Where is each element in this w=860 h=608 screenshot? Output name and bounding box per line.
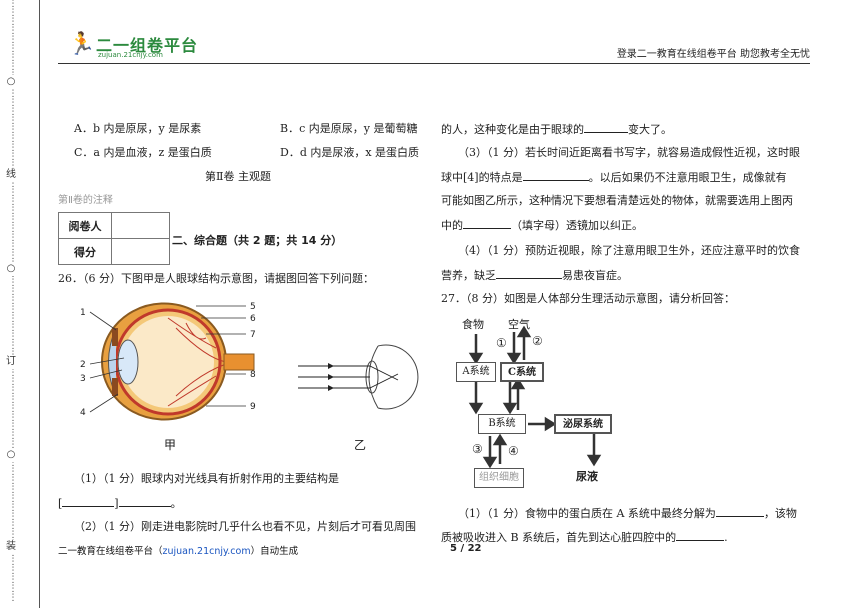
site-logo[interactable]: 🏃 二一组卷平台 zujuan.21cnjy.com [68, 28, 228, 62]
logo-url: zujuan.21cnjy.com [98, 51, 163, 59]
q26-part3-line4: 中的 （填字母）透镜加以纠正。 [441, 218, 643, 233]
flow-label-food: 食物 [462, 318, 484, 331]
flow-box-a-system: A系统 [456, 362, 496, 382]
binding-circle-mark: ○ [4, 448, 18, 462]
text-segment: ，该物 [763, 507, 797, 520]
eye-label-9: 9 [250, 402, 256, 412]
page-number: 5 / 22 [450, 543, 482, 554]
text-segment: 质被吸收进入 B 系统后，首先到达心脏四腔中的 [441, 531, 677, 544]
q27-part1-line2: 质被吸收进入 B 系统后，首先到达心脏四腔中的. [441, 530, 728, 545]
flow-box-tissue-cells: 组织细胞 [474, 468, 524, 488]
binding-ding-mark: 订 [4, 355, 18, 369]
runner-icon: 🏃 [68, 32, 96, 57]
q26-part1: （1）（1 分）眼球内对光线具有折射作用的主要结构是 [74, 472, 339, 485]
flow-box-c-system: C系统 [500, 362, 544, 382]
answer-blank-vitamin[interactable] [496, 268, 562, 279]
text-segment: 的人，这种变化是由于眼球的 [441, 123, 584, 136]
text-segment: . [724, 531, 728, 544]
flow-arrows [468, 325, 602, 469]
binding-circle-mark: ○ [4, 262, 18, 276]
binding-zhuang-mark: 装 [4, 540, 18, 554]
myopia-ray-diagram [298, 344, 419, 410]
header-slogan: 登录二一教育在线组卷平台 助您教考全无忧 [616, 49, 810, 60]
eye-label-3: 3 [80, 374, 86, 384]
binding-circle-mark: ○ [4, 75, 18, 89]
page-header: 🏃 二一组卷平台 zujuan.21cnjy.com 登录二一教育在线组卷平台 … [58, 28, 810, 64]
figure-label-yi: 乙 [354, 438, 367, 452]
binding-margin: ⋮⋮⋮⋮⋮⋮⋮⋮⋮⋮⋮⋮⋮⋮⋮⋮⋮⋮⋮⋮⋮⋮⋮⋮⋮⋮⋮⋮⋮⋮⋮⋮⋮⋮⋮⋮⋮⋮⋮⋮… [0, 0, 40, 608]
answer-blank-number[interactable] [62, 496, 115, 507]
bracket-close: ] [114, 497, 119, 510]
footer-prefix: 二一教育在线组卷平台（ [58, 546, 163, 557]
eye-label-1: 1 [80, 308, 86, 318]
flow-num-3: ③ [472, 442, 483, 456]
score-reviewer-box[interactable] [111, 212, 170, 239]
footer-suffix: ）自动生成 [250, 546, 299, 557]
flow-box-urinary-system: 泌尿系统 [554, 414, 612, 434]
text-segment: 营养，缺乏 [441, 269, 496, 282]
answer-blank-amino-acid[interactable] [715, 506, 764, 517]
flow-label-air: 空气 [508, 318, 530, 331]
period: 。 [170, 497, 182, 510]
flow-box-b-system: B系统 [478, 414, 526, 434]
q26-part2-cont: 的人，这种变化是由于眼球的 变大了。 [441, 122, 672, 137]
eye-label-5: 5 [250, 302, 256, 312]
q27-part1-line1: （1）（1 分）食物中的蛋白质在 A 系统中最终分解为 ，该物 [458, 506, 797, 521]
q26-part1-answer: [] 。 [58, 496, 182, 511]
eye-label-7: 7 [250, 330, 256, 340]
eye-label-2: 2 [80, 360, 86, 370]
part-note: 第Ⅱ卷的注释 [58, 195, 113, 206]
physiology-flow-diagram: A系统 C系统 B系统 泌尿系统 组织细胞 食物 空气 ① ② ③ ④ 尿液 [448, 314, 628, 494]
q26-part3-line2: 球中[4]的特点是 。以后如果仍不注意用眼卫生，成像就有 [441, 170, 787, 185]
text-segment: （填字母）透镜加以纠正。 [511, 219, 643, 232]
score-reviewer-label: 阅卷人 [58, 212, 112, 239]
text-segment: 。以后如果仍不注意用眼卫生，成像就有 [588, 171, 787, 184]
option-a: A．b 内是原尿，y 是尿素 [74, 122, 202, 135]
text-segment: （1）（1 分）食物中的蛋白质在 A 系统中最终分解为 [458, 507, 716, 520]
q26-stem: 26．（6 分）下图甲是人眼球结构示意图，请据图回答下列问题： [58, 272, 374, 285]
flow-label-urine: 尿液 [576, 470, 598, 483]
q26-part3-line1: （3）（1 分）若长时间近距离看书写字，就容易造成假性近视，这时眼 [458, 146, 800, 159]
page-footer: 二一教育在线组卷平台（zujuan.21cnjy.com）自动生成 [58, 543, 298, 557]
binding-xian-mark: 线 [4, 168, 18, 182]
q26-part3-line3: 可能如图乙所示，这种情况下要想看清楚远处的物体，就需要选用上图丙 [441, 194, 793, 207]
section-title: 二、综合题（共 2 题；共 14 分） [172, 234, 343, 247]
answer-blank-lens-letter[interactable] [463, 218, 511, 229]
part-title: 第Ⅱ卷 主观题 [205, 170, 271, 183]
footer-url-link[interactable]: zujuan.21cnjy.com [162, 546, 251, 557]
flow-num-1: ① [496, 336, 507, 350]
text-segment: 中的 [441, 219, 463, 232]
answer-blank-lens-feature[interactable] [522, 170, 589, 181]
eye-label-4: 4 [80, 408, 86, 418]
text-segment: 球中[4]的特点是 [441, 171, 523, 184]
option-c: C．a 内是血液，z 是蛋白质 [74, 146, 212, 159]
score-points-box[interactable] [111, 238, 170, 265]
score-table: 阅卷人 得分 [58, 212, 170, 265]
figure-label-jia: 甲 [164, 438, 177, 452]
option-b: B．c 内是原尿，y 是葡萄糖 [280, 122, 418, 135]
q26-part4-line2: 营养，缺乏 易患夜盲症。 [441, 268, 628, 283]
q26-part2: （2）（1 分）刚走进电影院时几乎什么也看不见，片刻后才可看见周围 [74, 520, 416, 533]
text-segment: 变大了。 [628, 123, 672, 136]
option-d: D．d 内是尿液，x 是蛋白质 [280, 146, 420, 159]
q27-stem: 27．（8 分）如图是人体部分生理活动示意图，请分析回答： [441, 292, 735, 305]
eye-label-8: 8 [250, 370, 256, 380]
eye-label-6: 6 [250, 314, 256, 324]
answer-blank-pupil[interactable] [584, 122, 628, 133]
logo-name: 二一组卷平台 [96, 36, 199, 55]
flow-num-2: ② [532, 334, 543, 348]
q26-part4-line1: （4）（1 分）预防近视眼，除了注意用眼卫生外，还应注意平时的饮食 [458, 244, 800, 257]
flow-num-4: ④ [508, 444, 519, 458]
binding-dots: ⋮⋮⋮⋮⋮⋮⋮⋮⋮⋮⋮⋮⋮⋮⋮⋮⋮⋮⋮⋮⋮⋮⋮⋮⋮⋮⋮⋮⋮⋮⋮⋮⋮⋮⋮⋮⋮⋮⋮⋮… [8, 0, 18, 603]
eye-structure-diagram: 1 2 3 4 5 6 7 8 9 [80, 302, 256, 421]
answer-blank-heart-chamber[interactable] [676, 530, 725, 541]
bracket-open: [ [58, 497, 63, 510]
score-points-label: 得分 [58, 238, 112, 265]
text-segment: 易患夜盲症。 [562, 269, 628, 282]
answer-blank-structure[interactable] [118, 496, 171, 507]
